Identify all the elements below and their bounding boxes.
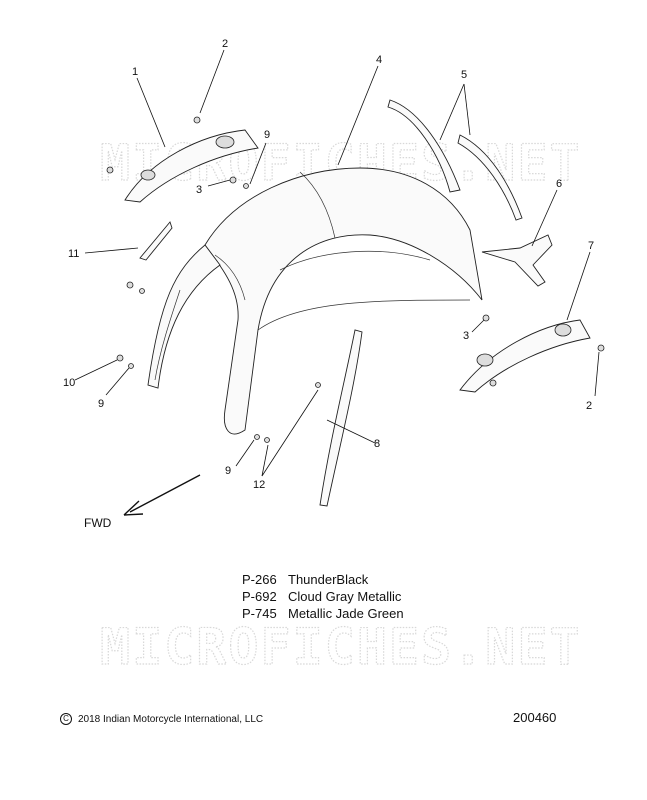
paint-code-list: P-266 ThunderBlack P-692 Cloud Gray Metall…	[242, 571, 404, 622]
callouts: 1 2 3 4 5 6 7 2 3 8 9 9 9 10 11 12	[63, 38, 594, 491]
callout-2-right: 2	[586, 400, 592, 412]
leader-lines	[74, 49, 600, 477]
fender-part	[204, 167, 483, 435]
callout-9-top: 9	[264, 129, 270, 141]
trim-piece-6	[481, 234, 553, 287]
callout-11: 11	[68, 248, 79, 260]
forward-arrow: FWD	[84, 474, 201, 530]
callout-1: 1	[132, 66, 138, 78]
callout-5: 5	[461, 69, 467, 81]
fender-skirt-left	[147, 244, 221, 389]
hardware	[106, 116, 605, 443]
paint-code: P-745	[242, 606, 277, 621]
callout-4: 4	[376, 54, 382, 66]
copyright-text: 2018 Indian Motorcycle International, LL…	[78, 713, 264, 725]
trim-right	[459, 319, 591, 393]
callout-8: 8	[374, 438, 380, 450]
callout-3-right: 3	[463, 330, 469, 342]
paint-row: P-266 ThunderBlack	[242, 571, 404, 588]
paint-name: Metallic Jade Green	[288, 606, 404, 621]
copyright-icon: C	[60, 713, 72, 725]
callout-9-bottom: 9	[225, 465, 231, 477]
trim-strip-8	[319, 329, 363, 507]
paint-name: Cloud Gray Metallic	[288, 589, 402, 604]
callout-12: 12	[253, 479, 265, 491]
callout-6: 6	[556, 178, 562, 190]
trim-strip-5	[387, 99, 523, 221]
fwd-label: FWD	[84, 516, 112, 530]
paint-row: P-745 Metallic Jade Green	[242, 605, 404, 622]
paint-code: P-692	[242, 589, 277, 604]
paint-code: P-266	[242, 572, 277, 587]
trim-left	[124, 129, 259, 203]
paint-name: ThunderBlack	[288, 572, 369, 587]
trim-strip-11	[139, 221, 173, 261]
callout-3-left: 3	[196, 184, 202, 196]
diagram-id: 200460	[513, 710, 557, 725]
copyright-notice: C 2018 Indian Motorcycle International, …	[60, 713, 263, 725]
callout-10: 10	[63, 377, 75, 389]
callout-2-top: 2	[222, 38, 228, 50]
callout-9-left: 9	[98, 398, 104, 410]
callout-7: 7	[588, 240, 594, 252]
paint-row: P-692 Cloud Gray Metallic	[242, 588, 404, 605]
watermark-bottom: MICROFICHES.NET	[100, 618, 582, 676]
